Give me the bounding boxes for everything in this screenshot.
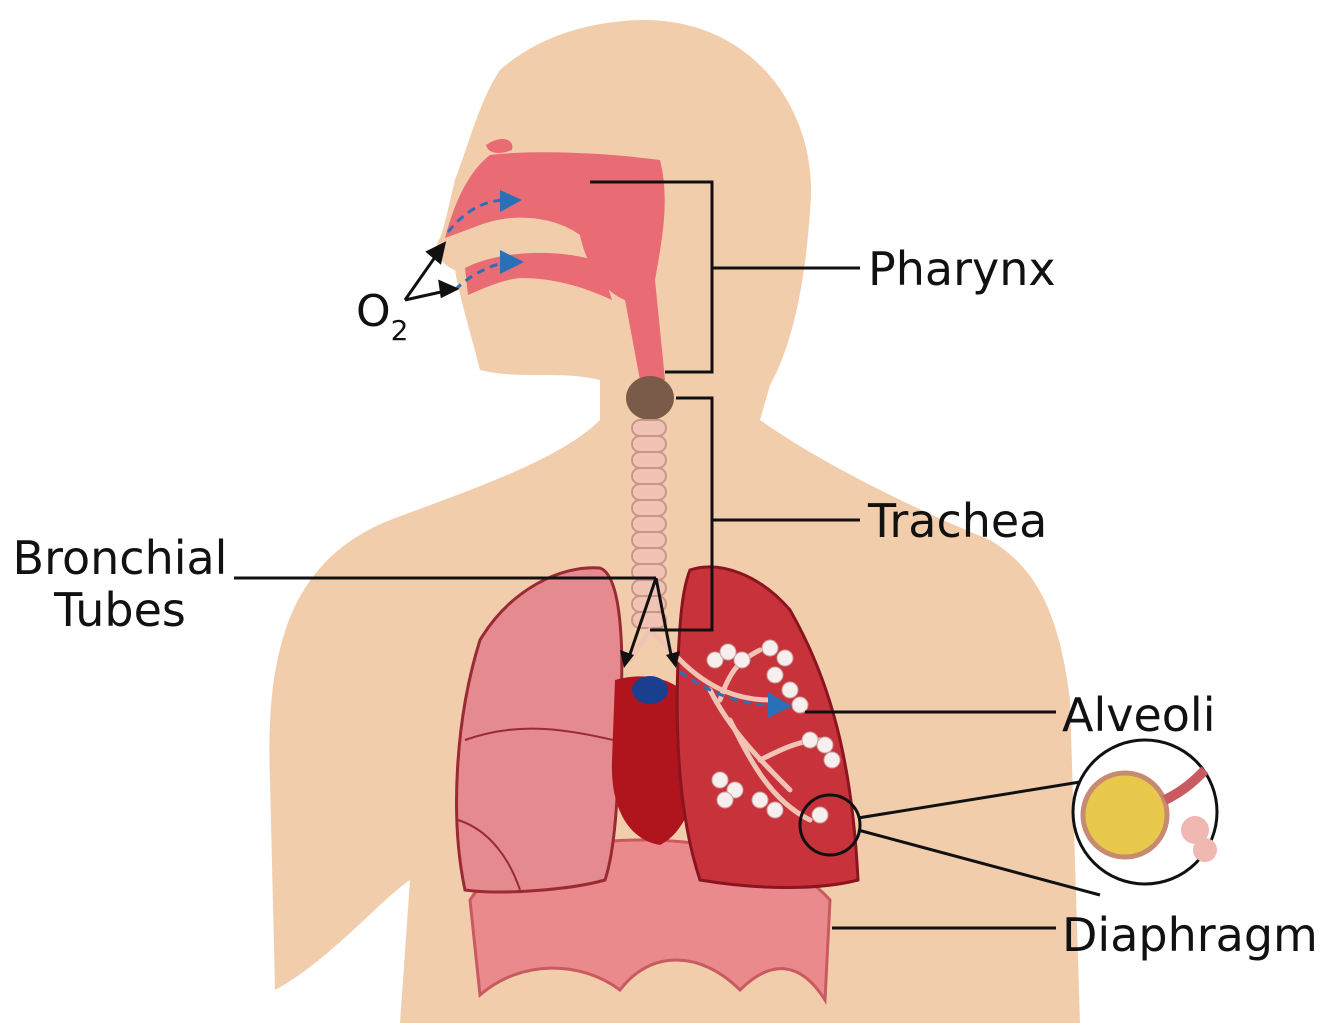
label-bronchial-line1: Bronchial — [10, 532, 230, 584]
label-alveoli: Alveoli — [1062, 692, 1215, 738]
label-trachea: Trachea — [868, 498, 1047, 544]
label-diaphragm: Diaphragm — [1062, 912, 1318, 958]
label-bronchial-line2: Tubes — [10, 584, 230, 636]
larynx — [626, 376, 674, 420]
label-bronchial-tubes: Bronchial Tubes — [10, 532, 230, 636]
label-pharynx: Pharynx — [868, 246, 1056, 292]
label-oxygen-base: O — [356, 286, 391, 337]
label-oxygen-subscript: 2 — [391, 314, 409, 347]
alveolus-sac — [1083, 773, 1167, 857]
label-oxygen: O2 — [356, 290, 408, 345]
